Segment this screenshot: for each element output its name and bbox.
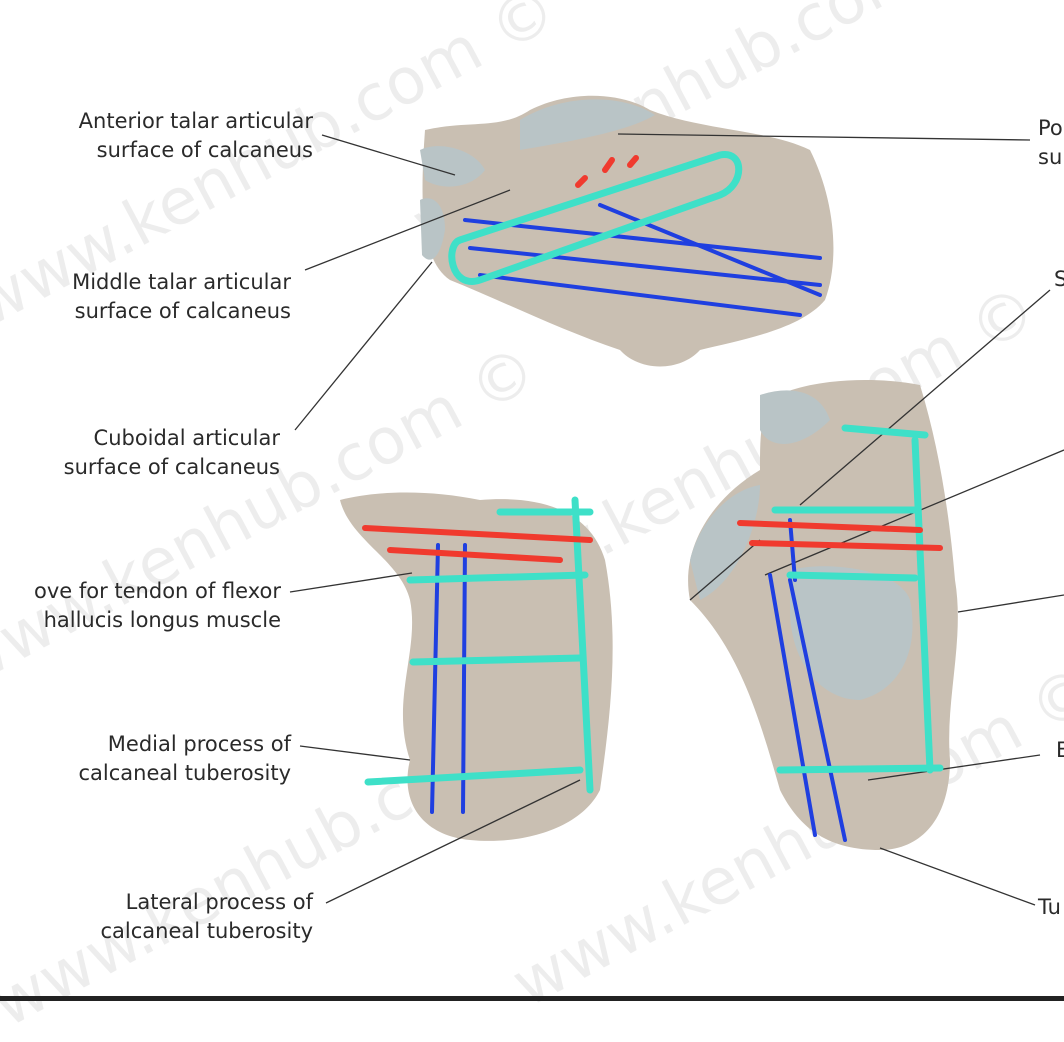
- bottom-border: [0, 996, 1064, 1001]
- annotation-red-lines: [362, 155, 943, 563]
- articular-surface-right: [690, 390, 913, 700]
- posterior-articular-surface: [520, 99, 655, 150]
- annotation-blue-lines: [430, 203, 847, 842]
- label-s: S: [1054, 267, 1064, 291]
- cuboidal-surface: [420, 198, 445, 260]
- label-e: E: [1056, 738, 1064, 762]
- calcaneus-posterior-view-left: [340, 492, 613, 841]
- anterior-talar-surface: [420, 146, 485, 187]
- label-tu: Tu: [1038, 895, 1061, 919]
- calcaneus-illustration: [289, 95, 1064, 906]
- annotation-cyan-lines: [364, 151, 944, 794]
